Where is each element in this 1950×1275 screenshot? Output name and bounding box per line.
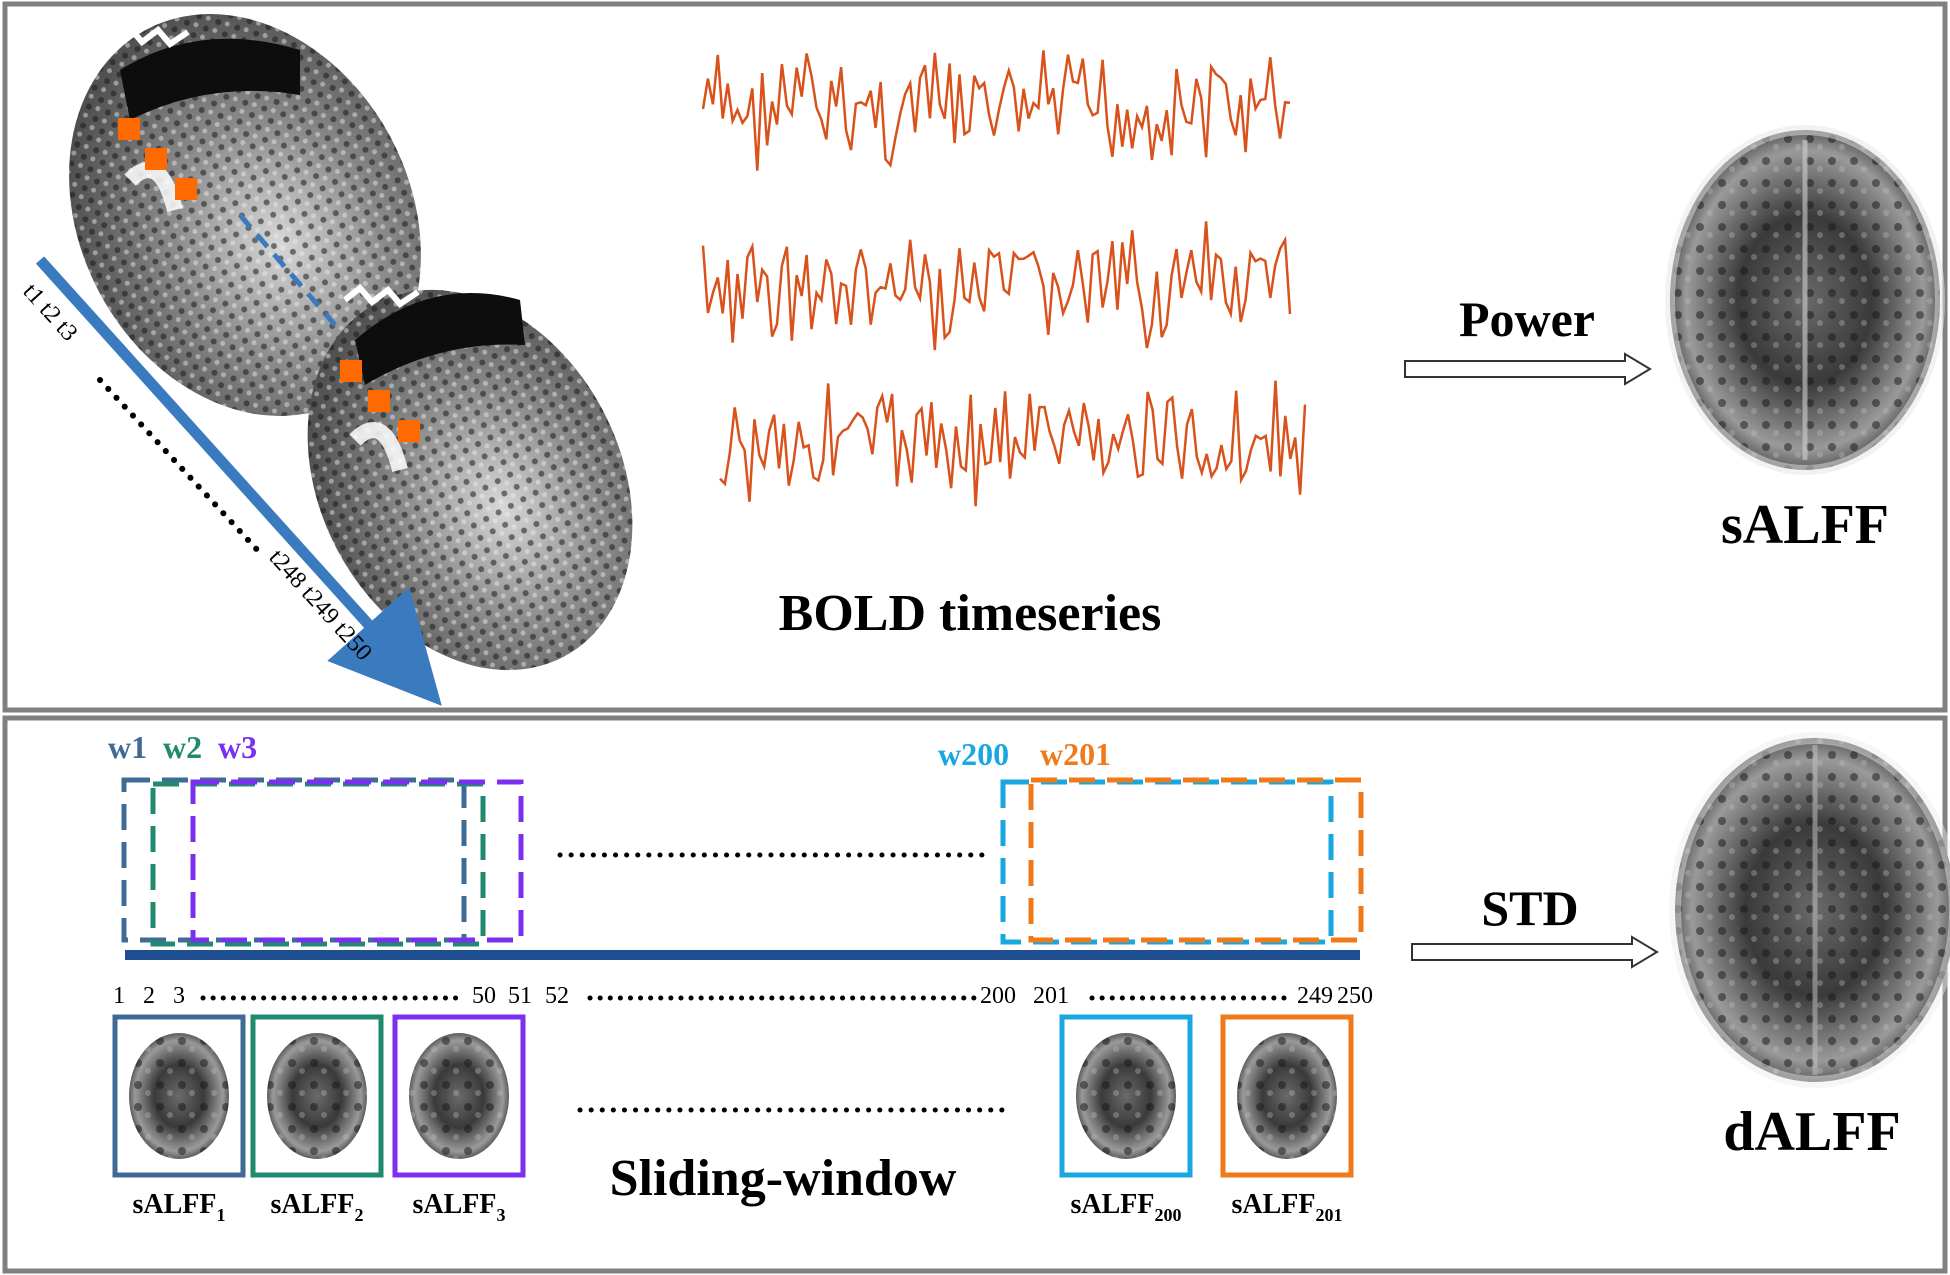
timeseries-line [701,50,1291,171]
tick-label: 250 [1337,983,1373,1009]
map-caption: sALFF1 [133,1189,226,1225]
salff-window-map: sALFF3 [392,1014,526,1225]
timeline-bar [125,950,1360,960]
salff-window-map: sALFF201 [1220,1014,1354,1225]
power-arrow [1404,352,1652,386]
std-arrow [1411,935,1659,969]
window-label-w200: w200 [938,736,1009,772]
time-arrow [35,256,442,706]
tick-label: 51 [508,983,532,1009]
window-box-w1 [121,777,467,943]
bold-timeseries-title: BOLD timeseries [779,585,1162,642]
timeseries-line [719,380,1307,507]
bold-timeseries-plot [701,50,1307,507]
map-caption: sALFF2 [271,1189,364,1225]
tick-label: 2 [143,983,155,1009]
tick-label: 52 [545,983,569,1009]
map-caption: sALFF3 [413,1189,506,1225]
window-box-w3 [190,779,524,943]
bottom-panel-frame [2,715,1948,1274]
sliding-window-title: Sliding-window [610,1150,957,1207]
timeseries-line [701,221,1292,351]
tick-label: 50 [472,983,496,1009]
window-box-w200 [1000,779,1334,945]
tick-label: 249 [1297,983,1333,1009]
window-label-w3: w3 [218,729,257,765]
salff-label: sALFF [1721,494,1889,556]
window-label-w201: w201 [1040,736,1111,772]
window-box-w2 [150,781,486,947]
voxel-marker [175,178,197,200]
salff-window-map: sALFF200 [1059,1014,1193,1225]
tick-label: 1 [113,983,125,1009]
voxel-marker [398,420,420,442]
dalff-brain-map [1669,732,1950,1088]
map-caption: sALFF201 [1232,1189,1343,1225]
voxel-marker [368,390,390,412]
window-box-w201 [1028,777,1364,943]
salff-window-maps: sALFF1 sALFF2 sALFF3 sALFF200 sALFF201 [112,1014,1354,1225]
tick-label: 3 [173,983,185,1009]
fmri-slice-last [307,283,633,671]
time-dots [97,377,265,558]
window-label-w1: w1 [108,729,147,765]
dalff-label: dALFF [1723,1101,1900,1163]
salff-brain-map [1665,125,1945,475]
salff-window-map: sALFF1 [112,1014,246,1225]
tick-label: 201 [1033,983,1069,1009]
voxel-marker [145,148,167,170]
salff-window-map: sALFF2 [250,1014,384,1225]
tick-label: 200 [980,983,1016,1009]
std-label: STD [1481,880,1578,936]
voxel-marker [118,118,140,140]
map-caption: sALFF200 [1071,1189,1182,1225]
power-label: Power [1459,291,1595,347]
voxel-marker [340,360,362,382]
top-panel-frame [2,1,1948,713]
window-label-w2: w2 [163,729,202,765]
fmri-slice-first [69,14,421,416]
fmri-slice-stack [69,14,633,671]
